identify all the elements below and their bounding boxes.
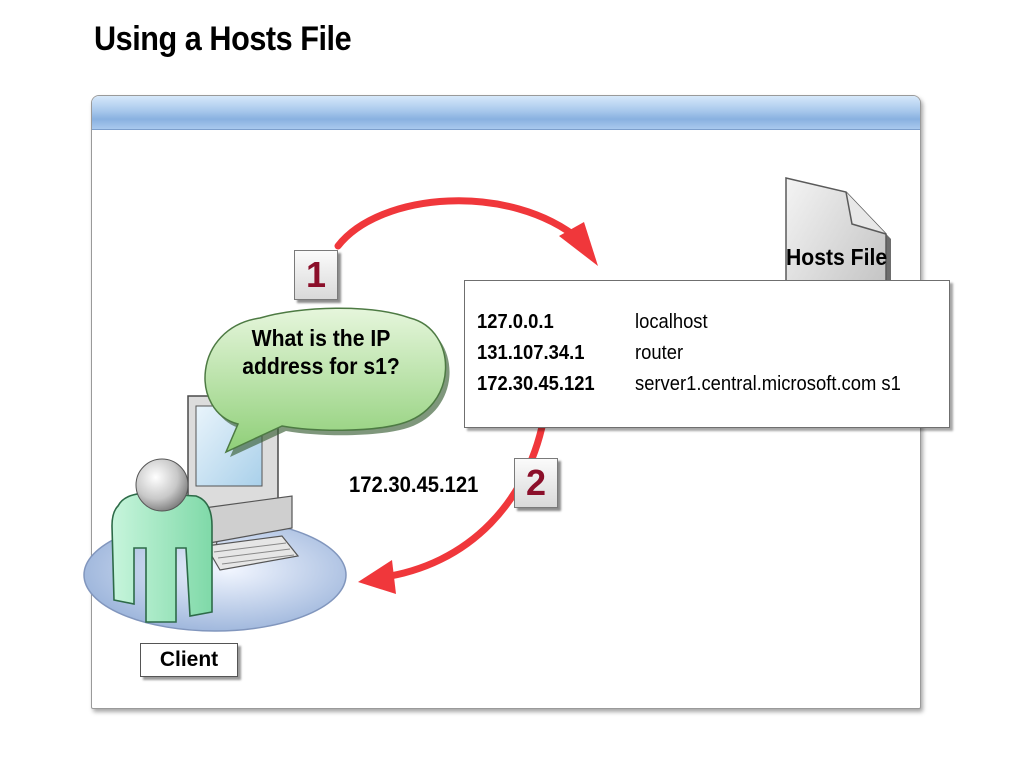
host-entry-ip: 131.107.34.1 <box>477 342 585 364</box>
question-text: What is the IP address for s1? <box>242 325 400 379</box>
speech-bubble-icon <box>204 307 450 457</box>
user-icon <box>111 458 213 623</box>
answer-ip: 172.30.45.121 <box>349 472 479 497</box>
host-entry-name: localhost <box>635 311 708 333</box>
page-title: Using a Hosts File <box>94 20 352 58</box>
host-entry-ip: 127.0.0.1 <box>477 311 554 333</box>
host-entry-ip: 172.30.45.121 <box>477 373 595 395</box>
curved-arrow-icon <box>334 197 598 266</box>
host-entry-name: router <box>635 342 684 364</box>
return-arrow-icon <box>358 408 549 594</box>
host-entry-name: server1.central.microsoft.com s1 <box>635 373 901 395</box>
hosts-file-table: 127.0.0.1 localhost 131.107.34.1 router … <box>464 280 950 428</box>
client-label: Client <box>140 643 238 677</box>
step-2-badge: 2 <box>514 458 558 508</box>
hosts-file-label: Hosts File <box>786 244 888 270</box>
frame-title-bar <box>92 96 920 130</box>
step-1-badge: 1 <box>294 250 338 300</box>
